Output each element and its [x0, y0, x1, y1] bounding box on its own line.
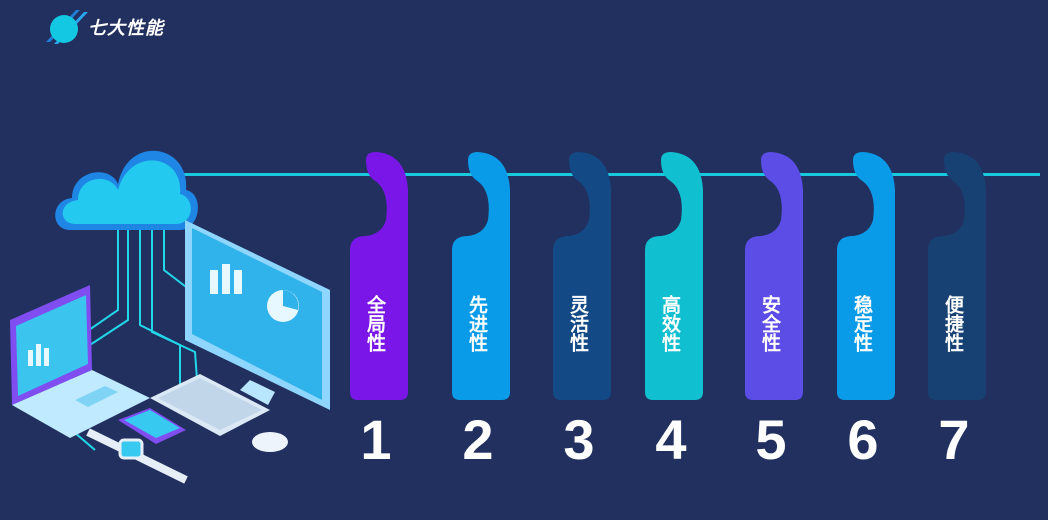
tag-number: 2 [462, 408, 494, 471]
tag-number: 5 [755, 408, 787, 471]
door-tag: 高效性 [641, 150, 705, 402]
cloud-icon [55, 150, 198, 230]
tag-label: 便捷性 [942, 294, 964, 352]
door-tag: 安全性 [741, 150, 805, 402]
monitor-icon [185, 220, 330, 410]
door-tag: 便捷性 [924, 150, 988, 402]
keyboard-icon [150, 374, 270, 436]
door-tag: 全局性 [346, 150, 410, 402]
tag-label: 稳定性 [851, 294, 873, 352]
door-tag: 先进性 [448, 150, 512, 402]
page-title: 七大性能 [88, 18, 164, 39]
tag-number: 4 [655, 408, 687, 471]
tag-label: 安全性 [759, 294, 781, 352]
mouse-icon [252, 432, 288, 452]
devices-illustration [10, 150, 330, 484]
tag-number: 6 [847, 408, 879, 471]
tag-number: 3 [563, 408, 595, 471]
tag-label: 灵活性 [567, 294, 589, 352]
hanging-rail [180, 173, 1040, 176]
door-tag: 灵活性 [549, 150, 613, 402]
tag-label: 高效性 [659, 294, 681, 352]
tag-number: 7 [938, 408, 970, 471]
logo-icon [46, 10, 88, 44]
door-tag: 稳定性 [833, 150, 897, 402]
phone-icon [118, 408, 186, 444]
laptop-icon [10, 285, 150, 438]
tag-label: 全局性 [364, 294, 386, 352]
tag-label: 先进性 [466, 294, 488, 352]
smartwatch-icon [86, 428, 188, 484]
tag-number: 1 [360, 408, 392, 471]
